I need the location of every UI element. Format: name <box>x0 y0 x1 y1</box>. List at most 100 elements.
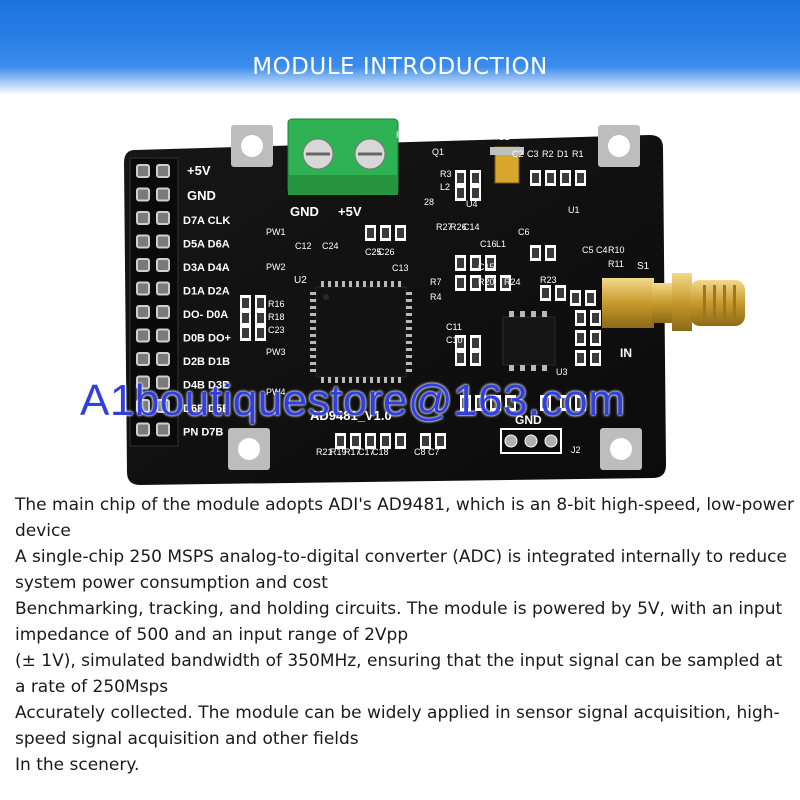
header-pin <box>156 281 170 296</box>
pin-label: D7A CLK <box>183 215 230 227</box>
silkscreen-label: C24 <box>322 241 339 251</box>
pin-header <box>129 157 179 447</box>
silkscreen-label: PW2 <box>266 262 286 272</box>
smd-component <box>545 245 556 261</box>
pin-label: D1A D2A <box>183 286 230 298</box>
silkscreen-label: PW4 <box>266 387 286 397</box>
header-pin <box>136 422 150 437</box>
smd-component <box>470 350 481 366</box>
silkscreen-label: R24 <box>504 277 521 287</box>
header-banner: MODULE INTRODUCTION <box>0 0 800 95</box>
silkscreen-label: R16 <box>268 299 285 309</box>
label-gnd-header: GND <box>187 188 216 203</box>
silkscreen-label: R26 <box>450 222 467 232</box>
silkscreen-label: C13 <box>392 263 409 273</box>
silkscreen-label: R17 <box>344 447 361 457</box>
input-label: IN <box>620 346 632 360</box>
smd-component <box>485 255 496 271</box>
silkscreen-label: R3 <box>440 169 452 179</box>
watermark-text: A1boutiquestore@163.com <box>80 376 626 425</box>
header-pin <box>136 281 150 296</box>
silkscreen-label: U1 <box>568 205 580 215</box>
silkscreen-label: R25 <box>396 130 413 140</box>
smd-component <box>365 433 376 449</box>
header-pin <box>136 234 150 249</box>
smd-component <box>490 395 501 411</box>
silkscreen-label: C18 <box>372 447 389 457</box>
pin-label: D0B DO+ <box>183 333 231 345</box>
smd-component <box>505 395 516 411</box>
description-line: (± 1V), simulated bandwidth of 350MHz, e… <box>15 651 783 697</box>
silkscreen-label: C14 <box>463 222 480 232</box>
chip-designator: U2 <box>294 275 307 286</box>
smd-component <box>575 395 586 411</box>
smd-component <box>575 330 586 346</box>
silkscreen-label: L2 <box>440 182 450 192</box>
pin-label: PN D7B <box>183 427 223 439</box>
silkscreen-label: C25 <box>365 247 382 257</box>
description-line: A single-chip 250 MSPS analog-to-digital… <box>15 547 787 593</box>
connector-designator: J2 <box>571 445 581 455</box>
smd-component <box>575 170 586 186</box>
pin-label: D5A D6A <box>183 239 230 251</box>
silkscreen-label: C7 <box>428 447 440 457</box>
silkscreen-label: Q1 <box>432 147 444 157</box>
sma-designator: S1 <box>637 261 650 272</box>
header-pin <box>136 375 150 390</box>
silkscreen-label: C26 <box>378 247 395 257</box>
terminal-label-gnd: GND <box>290 204 319 219</box>
smd-component <box>540 285 551 301</box>
header-pin <box>156 305 170 319</box>
pin-label: D6B D5B <box>183 403 230 415</box>
pin-label: D4B D3B <box>183 380 230 392</box>
smd-component <box>475 395 486 411</box>
smd-component <box>485 275 496 291</box>
silkscreen-label: R21 <box>316 447 333 457</box>
pin-label: D2B D1B <box>183 356 230 368</box>
header-pin <box>156 187 170 202</box>
smd-component <box>380 433 391 449</box>
op-amp-chip <box>502 311 556 371</box>
header-pin <box>136 187 150 202</box>
silkscreen-label: R20 <box>478 277 495 287</box>
header-pin <box>156 352 170 366</box>
smd-component <box>590 330 601 346</box>
silkscreen-label: C16 <box>480 239 497 249</box>
sma-connector <box>602 273 745 331</box>
smd-component <box>570 290 581 306</box>
silkscreen-label: L1 <box>496 239 506 249</box>
smd-component <box>455 275 466 291</box>
silkscreen-label: C2 <box>512 149 524 159</box>
description-line: Accurately collected. The module can be … <box>15 703 780 749</box>
header-pin <box>136 211 150 225</box>
smd-component <box>470 275 481 291</box>
silkscreen-label: C10 <box>446 335 463 345</box>
smd-component <box>455 335 466 351</box>
silkscreen-label: D1 <box>557 149 569 159</box>
silkscreen-label: PW3 <box>266 347 286 357</box>
smd-component <box>470 335 481 351</box>
smd-component <box>455 170 466 186</box>
smd-component <box>455 255 466 271</box>
silkscreen-label: U4 <box>466 199 478 209</box>
header-pin <box>136 164 150 178</box>
header-pin <box>156 375 170 390</box>
smd-component <box>590 350 601 366</box>
silkscreen-label: U3 <box>556 367 568 377</box>
silkscreen-label: C1 <box>498 132 510 142</box>
smd-component <box>455 350 466 366</box>
smd-component <box>470 255 481 271</box>
header-pin <box>156 164 170 178</box>
smd-component <box>575 310 586 326</box>
header-pin <box>136 258 150 272</box>
gnd-connector-label: GND <box>515 413 542 427</box>
smd-component <box>380 225 391 241</box>
smd-component <box>590 310 601 326</box>
silkscreen-label: C12 <box>295 241 312 251</box>
header-pin <box>136 328 150 343</box>
header-pin <box>156 422 170 437</box>
silkscreen-label: C8 <box>414 447 426 457</box>
banner-title: MODULE INTRODUCTION <box>252 54 548 80</box>
smd-component <box>530 170 541 186</box>
